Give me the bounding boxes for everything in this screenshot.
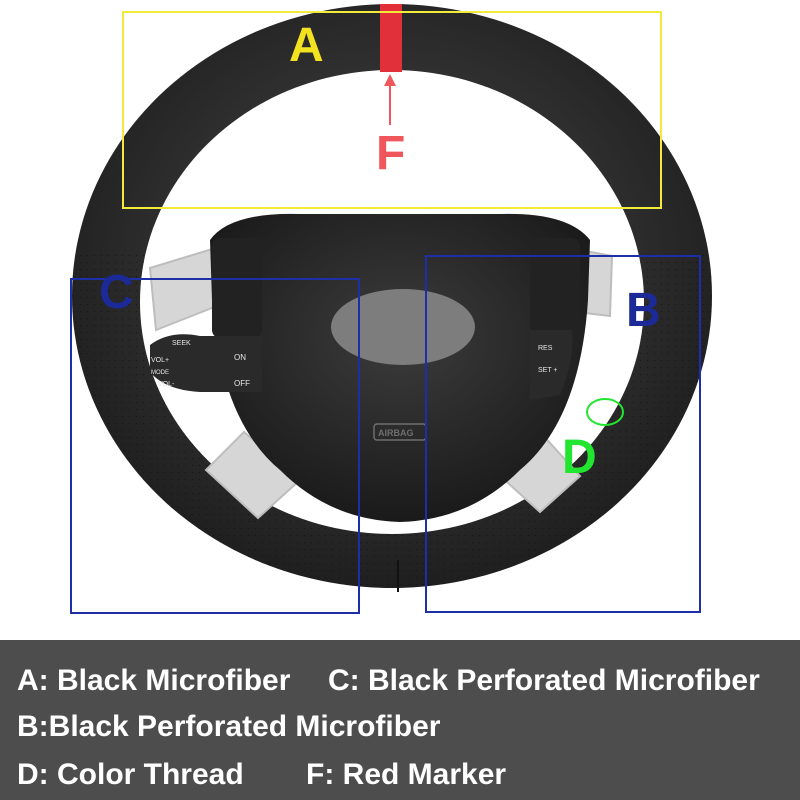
zone-c-box	[70, 278, 360, 614]
red-marker-stripe	[380, 4, 402, 72]
legend-item-f: F: Red Marker	[306, 758, 507, 791]
zone-a-label: A	[289, 19, 324, 72]
zone-b-label: B	[626, 284, 661, 337]
zone-a-box	[122, 11, 662, 209]
zone-c-label: C	[99, 266, 134, 319]
legend-item-b: B:Black Perforated Microfiber	[17, 710, 441, 743]
label-res: RES	[538, 345, 553, 352]
label-set-plus: SET +	[538, 367, 558, 374]
zone-f-label: F	[376, 127, 406, 180]
marker-f-arrow	[384, 74, 396, 125]
zone-b-box	[425, 255, 701, 613]
airbag-hub	[210, 213, 590, 522]
label-vol-minus: VOL-	[158, 381, 175, 388]
legend-item-c: C: Black Perforated Microfiber	[328, 664, 760, 697]
legend-row: A: Black Microfiber C: Black Perforated …	[0, 664, 800, 704]
steering-wheel-illustration: SEEK VOL+ MODE VOL- ON OFF RES SET + AIR…	[72, 3, 713, 592]
label-mode: MODE	[151, 370, 169, 376]
label-airbag: AIRBAG	[378, 428, 414, 438]
thread-circle	[586, 398, 624, 426]
wheel-rim	[72, 3, 713, 592]
label-seek: SEEK	[172, 340, 191, 347]
steering-wheel-photo: SEEK VOL+ MODE VOL- ON OFF RES SET + AIR…	[70, 3, 713, 614]
zone-d-label: D	[562, 431, 597, 484]
legend-row: B:Black Perforated Microfiber	[0, 710, 800, 750]
right-switch-cluster: RES SET +	[530, 330, 573, 400]
legend-panel: A: Black Microfiber C: Black Perforated …	[0, 640, 800, 800]
left-switch-cluster: SEEK VOL+ MODE VOL- ON OFF	[150, 334, 262, 392]
label-on: ON	[234, 353, 246, 362]
legend-item-d: D: Color Thread	[17, 758, 244, 791]
label-vol-plus: VOL+	[151, 357, 169, 364]
legend-row: D: Color Thread F: Red Marker	[0, 758, 800, 798]
legend-item-a: A: Black Microfiber	[17, 664, 291, 697]
label-off: OFF	[234, 379, 250, 388]
